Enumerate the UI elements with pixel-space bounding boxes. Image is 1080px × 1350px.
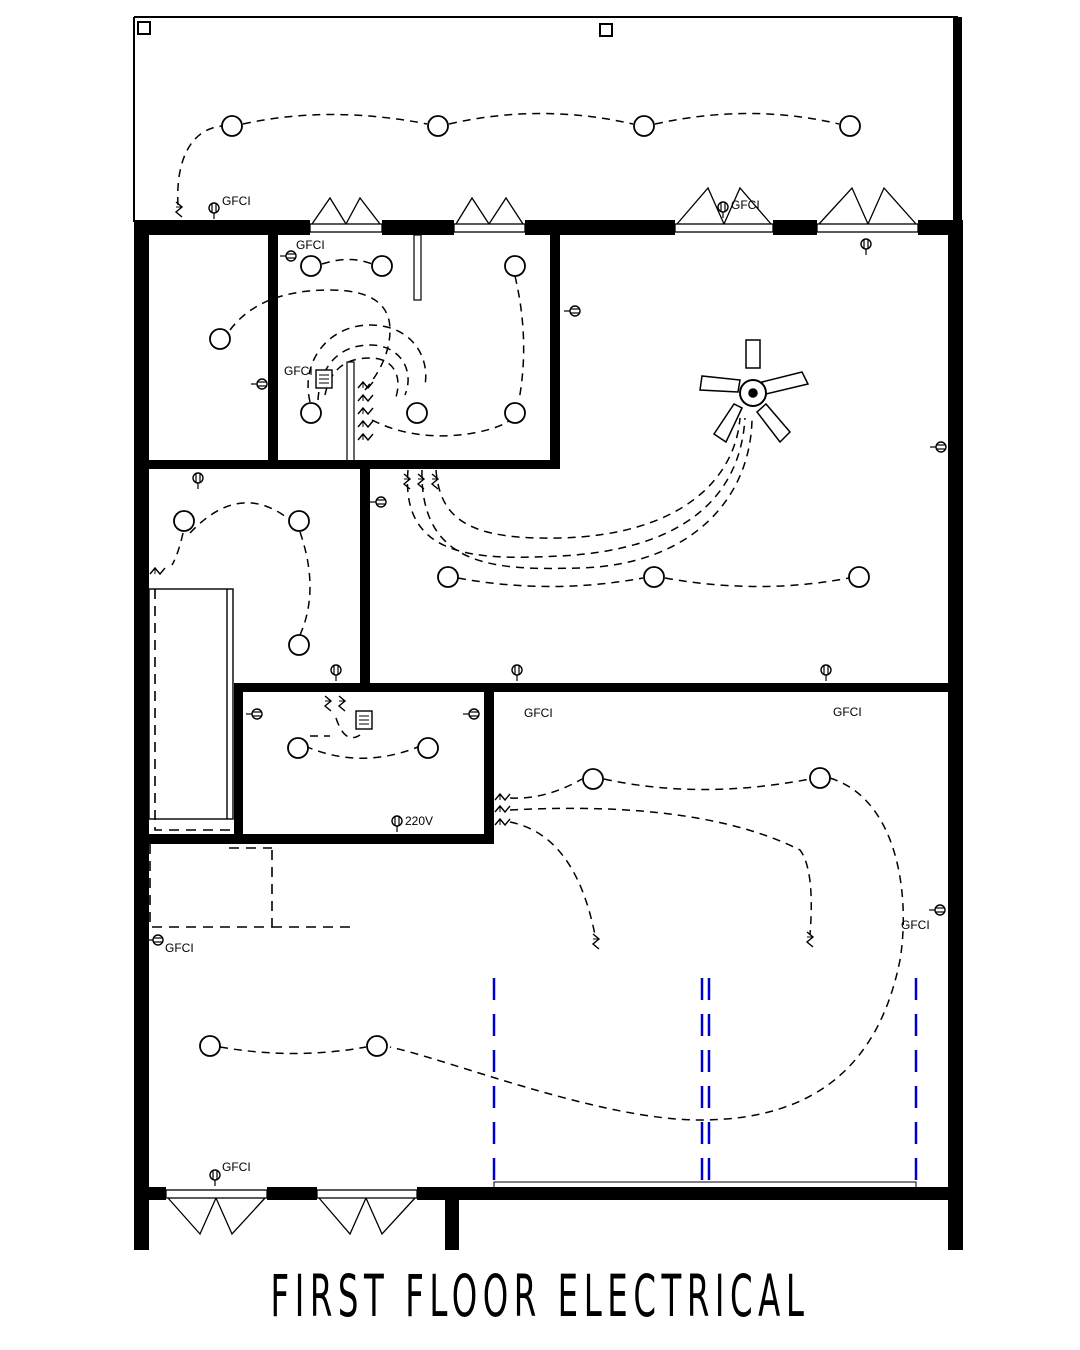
wiring [171, 112, 905, 1121]
electrical-panel-icon [315, 369, 333, 389]
220v-label: 220V [405, 814, 433, 828]
porch-column-right [599, 23, 613, 37]
ceiling-fan [699, 339, 810, 444]
svg-text:GFCI: GFCI [296, 238, 325, 252]
page-title: FIRST FLOOR ELECTRICAL [270, 1262, 810, 1330]
electrical-panel-icon [355, 710, 373, 730]
svg-text:GFCI: GFCI [901, 918, 930, 932]
doors-top [309, 186, 919, 233]
svg-text:GFCI: GFCI [524, 706, 553, 720]
svg-text:GFCI: GFCI [165, 941, 194, 955]
svg-text:GFCI: GFCI [284, 364, 313, 378]
dashed-cabinets [149, 589, 350, 928]
svg-text:GFCI: GFCI [222, 194, 251, 208]
porch-outline [133, 16, 958, 222]
gfci-labels: GFCI GFCI GFCI GFCI GFCI GFCI GFCI GFCI … [165, 194, 930, 1174]
outlets [146, 201, 947, 1187]
svg-text:GFCI: GFCI [222, 1160, 251, 1174]
svg-text:GFCI: GFCI [833, 705, 862, 719]
doors-bottom [165, 1181, 917, 1236]
svg-text:GFCI: GFCI [731, 198, 760, 212]
porch-column-left [137, 21, 151, 35]
walls [134, 17, 963, 1250]
beam-lines [492, 978, 918, 1185]
cabinetry [148, 234, 422, 820]
